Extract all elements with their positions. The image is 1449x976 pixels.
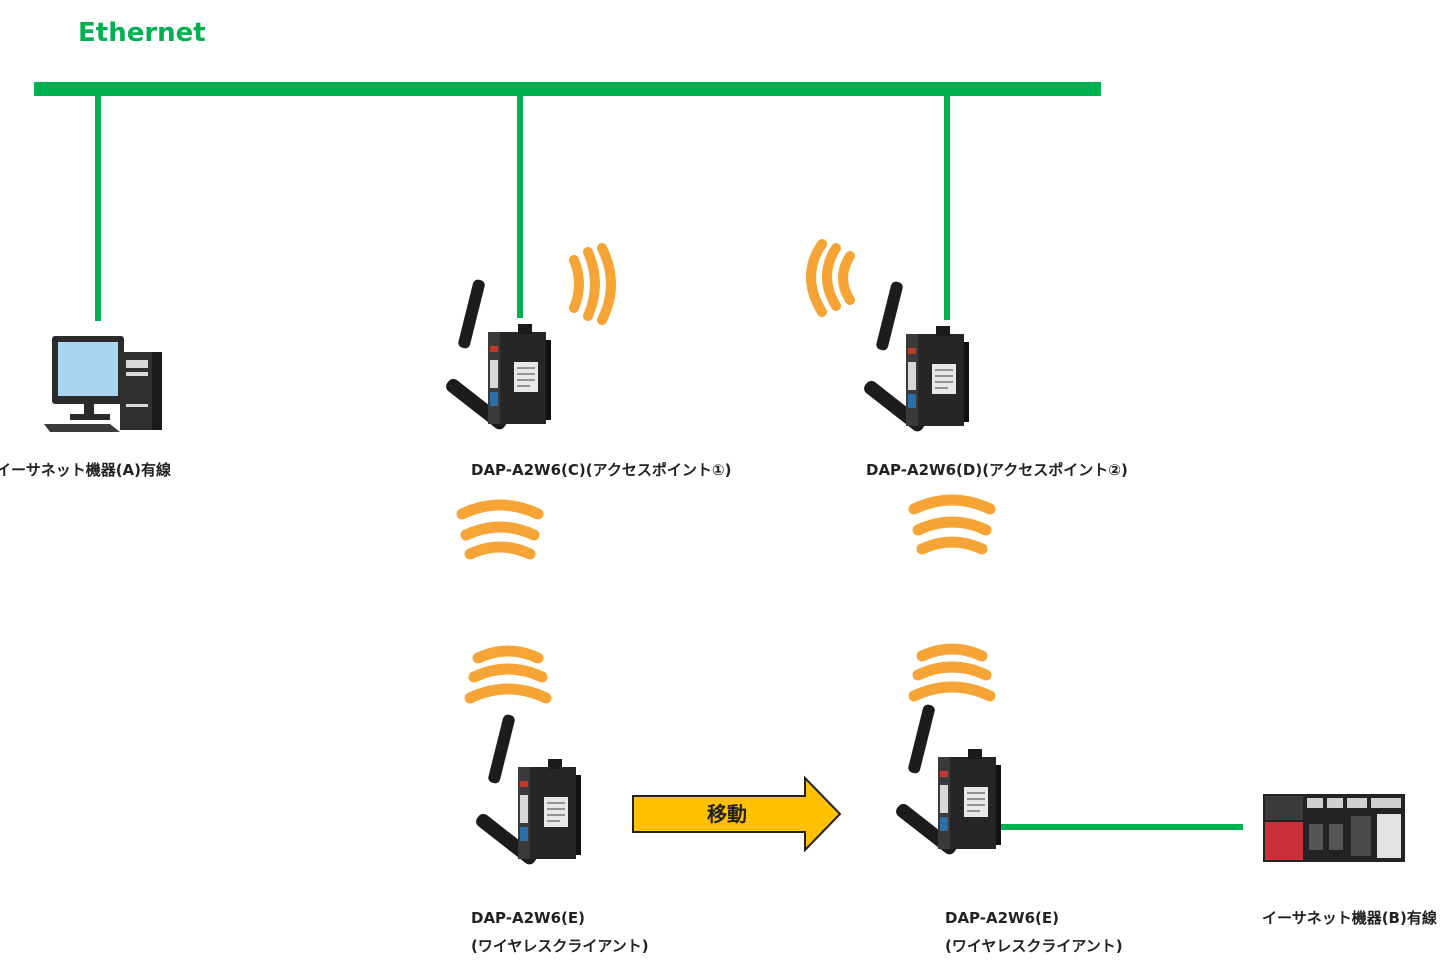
ethernet-label: Ethernet	[78, 18, 206, 48]
wave-client1-up	[470, 651, 546, 698]
wave-ap2-down	[914, 500, 990, 549]
client2-label-line1: DAP-A2W6(E)	[945, 909, 1060, 927]
ap2-label: DAP-A2W6(D)(アクセスポイント②)	[866, 461, 1128, 479]
ap1-label: DAP-A2W6(C)(アクセスポイント①)	[471, 461, 732, 479]
client1-router-icon	[472, 712, 582, 868]
desktop-pc-icon	[44, 336, 162, 432]
ethernet-lines	[34, 82, 1243, 830]
wave-ap1-down	[462, 505, 538, 554]
ap1-router-icon	[442, 277, 552, 433]
client1-label-line2: (ワイヤレスクライアント)	[471, 937, 649, 955]
device-a-label: イーサネット機器(A)有線	[0, 461, 172, 479]
ap2-router-icon	[860, 279, 970, 435]
wave-client2-up	[914, 649, 990, 696]
plc-module-icon	[1263, 794, 1405, 862]
wave-ap2-left	[806, 239, 855, 317]
client2-router-icon	[892, 702, 1002, 858]
move-arrow-label: 移動	[707, 802, 747, 826]
wave-ap1-right	[569, 243, 616, 325]
client2-label-line2: (ワイヤレスクライアント)	[945, 937, 1123, 955]
client1-label-line1: DAP-A2W6(E)	[471, 909, 586, 927]
move-arrow: 移動	[632, 775, 842, 853]
device-b-label: イーサネット機器(B)有線	[1262, 909, 1437, 927]
